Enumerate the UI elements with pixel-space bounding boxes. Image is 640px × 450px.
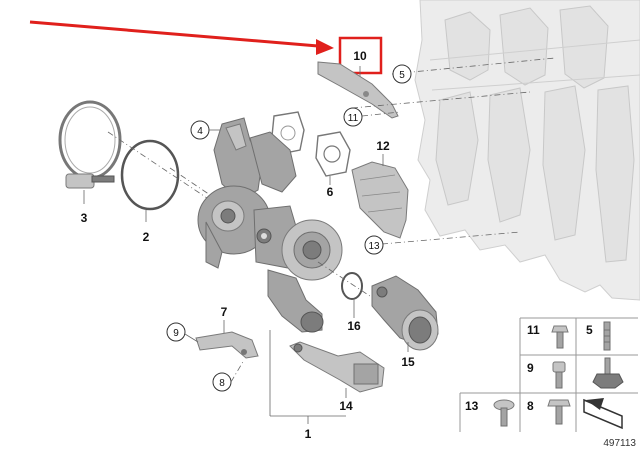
- legend-9: 9: [527, 361, 534, 375]
- callout-11: 11: [343, 107, 363, 127]
- callout-13: 13: [364, 235, 384, 255]
- part-7-bracket: [195, 331, 259, 359]
- callout-15: 15: [401, 355, 415, 369]
- part-6-gasket: [315, 131, 351, 177]
- part-16-o-ring: [341, 272, 363, 300]
- callout-7: 7: [221, 305, 228, 319]
- callout-4: 4: [190, 120, 210, 140]
- bolt-11-icon: [551, 325, 569, 349]
- legend-11: 11: [527, 323, 540, 337]
- stud-5-icon: [603, 321, 611, 351]
- callout-6: 6: [327, 185, 334, 199]
- part-3-clamp: [58, 100, 122, 189]
- part-2-seal-ring: [120, 139, 180, 211]
- stud-nut-icon: [592, 357, 624, 389]
- turbocharger-assembly: [197, 117, 343, 333]
- part-15-charge-pipe-elbow: [371, 275, 439, 351]
- callout-8: 8: [212, 372, 232, 392]
- highlight-box: [338, 36, 383, 75]
- engine-block: [414, 0, 640, 301]
- part-12-heat-shield: [351, 161, 409, 239]
- part-14-actuator: [289, 341, 385, 393]
- forward-arrow-icon: [583, 398, 623, 430]
- bolt-13-icon: [493, 399, 515, 427]
- callout-12: 12: [376, 139, 390, 153]
- bolt-9-icon: [552, 361, 566, 389]
- callout-9: 9: [166, 322, 186, 342]
- legend-8: 8: [527, 399, 534, 413]
- bolt-8-icon: [547, 399, 571, 425]
- svg-text:4: 4: [197, 126, 203, 137]
- callout-1: 1: [305, 427, 312, 441]
- svg-text:8: 8: [219, 378, 225, 389]
- part-10-gasket: [317, 61, 399, 119]
- reference-number: 497113: [603, 438, 636, 449]
- callout-10: 10: [353, 49, 367, 63]
- callout-16: 16: [347, 319, 361, 333]
- callout-5: 5: [392, 64, 412, 84]
- callout-2: 2: [143, 230, 150, 244]
- callout-3: 3: [81, 211, 88, 225]
- highlight-arrow: [29, 20, 334, 55]
- svg-text:11: 11: [348, 113, 359, 124]
- callout-14: 14: [339, 399, 353, 413]
- legend-5: 5: [586, 323, 593, 337]
- svg-text:9: 9: [173, 328, 179, 339]
- hardware-legend: 11 5 9 13 8: [459, 317, 638, 432]
- svg-text:13: 13: [368, 241, 380, 252]
- legend-13: 13: [465, 399, 479, 413]
- svg-text:5: 5: [399, 70, 405, 81]
